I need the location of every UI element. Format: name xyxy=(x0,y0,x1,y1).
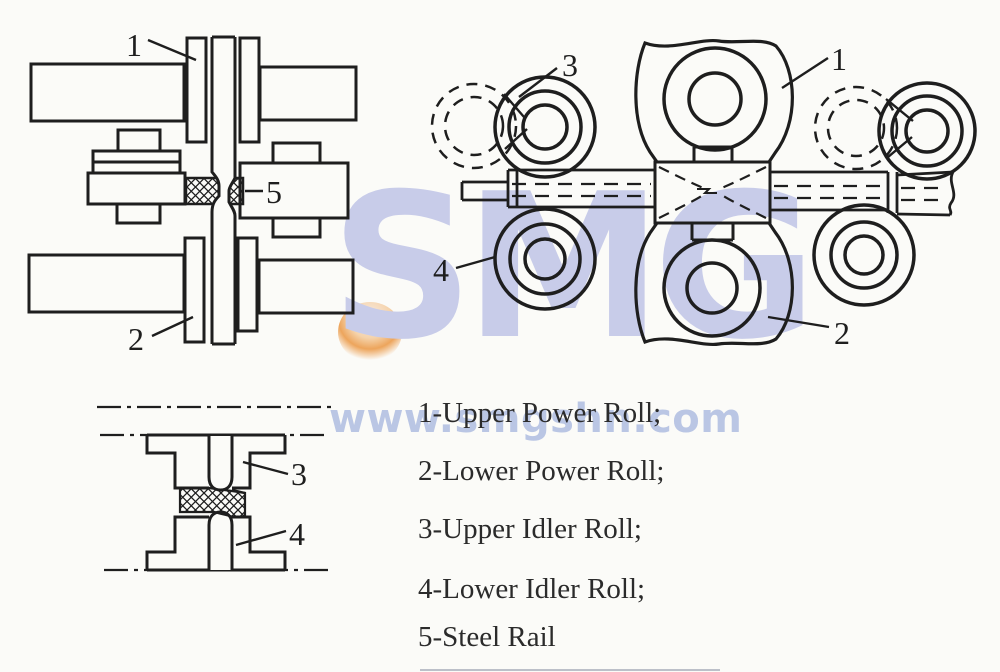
side-view-diagram: 1 2 5 xyxy=(27,27,358,357)
lower-roll-shafts xyxy=(27,253,355,315)
upper-roll-collar xyxy=(207,436,234,492)
lower-power-roll-barrel xyxy=(634,222,794,347)
label-plan-upper-power-roll: 1 xyxy=(831,41,847,77)
upper-roll-shafts xyxy=(29,62,358,123)
left-idler-roll-stack xyxy=(86,128,187,225)
lower-idler-roll-left xyxy=(493,207,597,311)
upper-idler-roll-right xyxy=(877,81,977,181)
lower-roll-discs xyxy=(183,236,259,344)
legend-item-upper-power-roll: 1-Upper Power Roll; xyxy=(418,397,662,429)
plan-view-diagram: 1 2 3 4 xyxy=(430,38,977,351)
rail-centre-dashes xyxy=(512,182,946,202)
pass-detail-diagram: 3 4 xyxy=(97,405,337,572)
lower-roll-collar xyxy=(207,510,234,570)
pass-detail-callouts xyxy=(235,460,289,547)
plan-view-callouts xyxy=(455,56,830,329)
web-curves xyxy=(213,488,246,519)
rail-web-hatch xyxy=(178,486,247,519)
retracted-idler-rolls xyxy=(430,82,899,171)
rail-bar xyxy=(460,168,956,217)
label-plan-lower-idler-roll: 4 xyxy=(433,252,449,288)
rail-break-line xyxy=(948,171,956,216)
legend-item-lower-power-roll: 2-Lower Power Roll; xyxy=(418,455,665,487)
upper-power-roll-barrel xyxy=(634,38,794,163)
upper-idler-roll-left xyxy=(493,75,597,179)
watermark-brand-text: SMG xyxy=(330,151,817,384)
label-side-lower-power-roll: 2 xyxy=(128,321,144,357)
power-roll-hubs xyxy=(662,46,768,338)
centre-spindle-fill xyxy=(212,37,235,344)
pass-profile-dashes xyxy=(658,166,767,219)
scan-edge-artifact xyxy=(420,669,720,671)
legend-item-upper-idler-roll: 3-Upper Idler Roll; xyxy=(418,513,642,545)
watermark-url-text: www.smgshn.com xyxy=(329,396,743,442)
legend-item-steel-rail: 5-Steel Rail xyxy=(418,621,556,653)
legend-item-lower-idler-roll: 4-Lower Idler Roll; xyxy=(418,573,646,605)
label-side-upper-power-roll: 1 xyxy=(126,27,142,63)
pass-profile-zigzag xyxy=(697,188,717,194)
lower-idler-roll-right xyxy=(812,203,916,307)
label-detail-upper-idler-roll: 3 xyxy=(291,456,307,492)
centre-spindle-left-edge xyxy=(210,37,221,344)
label-detail-lower-idler-roll: 4 xyxy=(289,516,305,552)
side-view-callouts xyxy=(147,38,263,338)
upper-roll-discs xyxy=(185,36,261,144)
centre-spindle-right-edge xyxy=(227,37,237,344)
centrelines xyxy=(97,405,337,572)
label-plan-upper-idler-roll: 3 xyxy=(562,47,578,83)
label-plan-lower-power-roll: 2 xyxy=(834,315,850,351)
label-side-steel-rail: 5 xyxy=(266,174,282,210)
roll-pass-box xyxy=(653,160,772,225)
